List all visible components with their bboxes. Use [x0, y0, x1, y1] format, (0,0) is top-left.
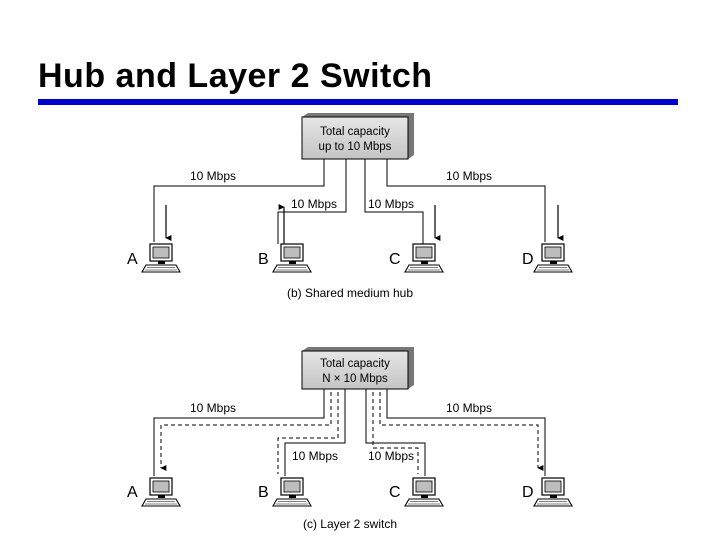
switch-path-d — [379, 392, 544, 471]
switch-wire-c — [365, 389, 426, 476]
switch-wire-a — [153, 389, 325, 476]
switch-node-c: C — [389, 484, 401, 501]
computer-icon — [141, 243, 181, 273]
switch-path-c — [372, 392, 419, 474]
switch-wire-b — [284, 389, 346, 476]
hub-link-label-c: 10 Mbps — [368, 197, 414, 211]
switch-box-line2: N × 10 Mbps — [322, 373, 388, 385]
hub-box: Total capacity up to 10 Mbps — [301, 113, 414, 160]
title-rule — [38, 99, 678, 105]
hub-node-d: D — [522, 251, 534, 268]
switch-path-b — [277, 392, 339, 474]
switch-box: Total capacity N × 10 Mbps — [301, 347, 414, 390]
computer-icon — [533, 477, 573, 507]
computer-icon — [141, 477, 181, 507]
switch-link-label-c: 10 Mbps — [368, 449, 414, 463]
hub-arrows — [165, 204, 564, 244]
hub-link-label-a: 10 Mbps — [190, 169, 236, 183]
hub-wire-a — [153, 159, 325, 242]
hub-wires — [153, 159, 546, 244]
hub-wire-d — [386, 159, 546, 242]
hub-node-a: A — [127, 251, 138, 268]
switch-node-a: A — [127, 484, 138, 501]
switch-link-label-a: 10 Mbps — [190, 401, 236, 415]
computer-icon — [272, 477, 312, 507]
computer-icon — [404, 477, 444, 507]
hub-link-label-d: 10 Mbps — [446, 169, 492, 183]
computer-icon — [533, 243, 573, 273]
hub-wire-b — [277, 159, 347, 244]
hub-diagram: Total capacity up to 10 Mbps 10 Mbps 10 … — [127, 113, 573, 300]
hub-node-b: B — [258, 251, 269, 268]
switch-caption: (c) Layer 2 switch — [303, 517, 397, 531]
switch-link-label-b: 10 Mbps — [292, 449, 338, 463]
page-title: Hub and Layer 2 Switch — [38, 57, 433, 95]
switch-paths — [160, 392, 544, 474]
switch-path-a — [160, 392, 332, 471]
switch-wire-d — [386, 389, 546, 476]
switch-wires — [153, 389, 546, 476]
computer-icon — [272, 243, 312, 273]
hub-node-c: C — [389, 251, 401, 268]
hub-box-line2: up to 10 Mbps — [319, 141, 392, 153]
hub-box-line1: Total capacity — [320, 126, 390, 138]
hub-caption: (b) Shared medium hub — [287, 286, 413, 300]
hub-wire-c — [364, 159, 424, 244]
switch-box-line1: Total capacity — [320, 358, 390, 370]
switch-node-b: B — [258, 484, 269, 501]
hub-link-label-b: 10 Mbps — [291, 197, 337, 211]
computer-icon — [404, 243, 444, 273]
switch-link-label-d: 10 Mbps — [446, 401, 492, 415]
switch-diagram: Total capacity N × 10 Mbps 10 Mbps 10 Mb… — [127, 347, 573, 531]
switch-node-d: D — [522, 484, 534, 501]
